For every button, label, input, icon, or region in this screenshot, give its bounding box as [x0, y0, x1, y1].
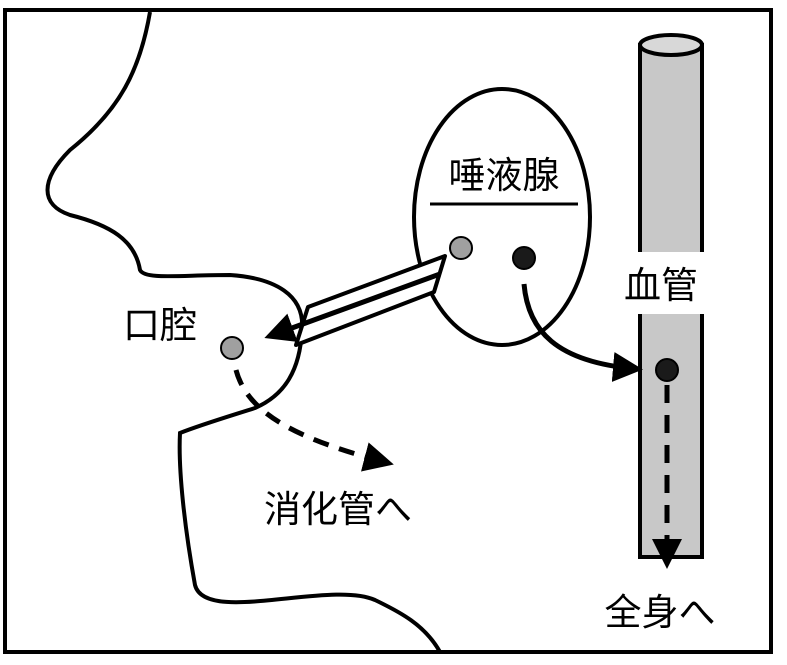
vessel-label-bg: [606, 252, 716, 314]
salivary-gland-shape: [412, 87, 592, 347]
duct-flow-arrow: [264, 271, 441, 342]
to-digestive-label: 消化管へ: [264, 488, 412, 531]
to-whole-body-label: 全身へ: [605, 591, 716, 634]
oral-cavity-label: 口腔: [123, 304, 197, 347]
oral-cavity-dot: [220, 336, 244, 360]
salivary-gland-label: 唾液腺: [449, 154, 560, 197]
gland-to-vessel-arrow: [521, 283, 643, 382]
gland-gray-dot: [449, 236, 473, 260]
blood-vessel-top: [638, 33, 704, 57]
gland-dark-dot: [512, 246, 536, 270]
vessel-dark-dot: [655, 358, 679, 382]
blood-vessel-label: 血管: [624, 264, 698, 307]
